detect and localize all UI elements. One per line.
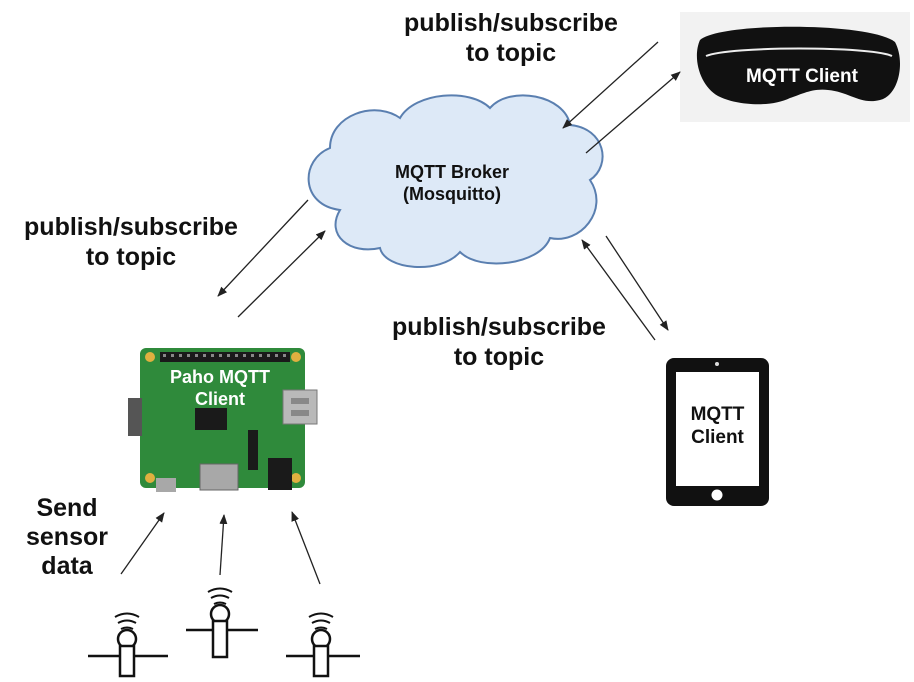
left-publish-line2: to topic [85,243,177,271]
headset-device [680,12,910,122]
broker-line2: (Mosquitto) [403,183,501,204]
tablet-device [666,358,769,506]
send-sensor-label: Send sensor data [12,494,122,580]
headset-client-label: MQTT Client [722,66,882,89]
top-publish-line2: to topic [465,39,557,67]
left-publish-line1: publish/subscribe [24,213,238,241]
broker-line1: MQTT Broker [394,162,509,182]
right-publish-label: publish/subscribe to topic [364,312,634,372]
arrow-sensor1-to-pi [120,512,165,575]
top-publish-line1: publish/subscribe [404,9,618,37]
broker-label: MQTT Broker (Mosquitto) [352,162,552,205]
arrow-broker-to-tablet [605,235,669,331]
right-publish-line2: to topic [453,343,545,371]
arrow-broker-to-headset [585,71,681,154]
arrow-sensor3-to-pi [291,511,321,585]
arrow-headset-to-broker [562,41,659,129]
broker-cloud [307,94,604,269]
top-publish-label: publish/subscribe to topic [376,8,646,68]
right-publish-line1: publish/subscribe [392,313,606,341]
arrow-pi-to-broker [237,230,326,318]
send-sensor-line3: data [41,551,93,580]
tablet-client-line2: Client [691,426,744,448]
arrow-broker-to-pi [217,199,309,297]
tablet-client-line1: MQTT [690,404,745,425]
sensor-1 [88,612,168,678]
left-publish-label: publish/subscribe to topic [0,212,262,272]
arrow-sensor2-to-pi [219,514,228,576]
sensor-3 [286,612,360,678]
pi-client-line1: Paho MQTT [170,367,270,387]
arrow-tablet-to-broker [581,239,656,341]
sensor-2 [186,587,258,659]
send-sensor-line2: sensor [26,522,108,551]
pi-client-line2: Client [194,388,245,409]
raspberry-pi-board [128,348,318,492]
send-sensor-line1: Send [36,494,98,522]
tablet-client-label: MQTT Client [676,404,759,450]
pi-client-label: Paho MQTT Client [150,367,290,410]
headset-client-text: MQTT Client [746,66,858,87]
